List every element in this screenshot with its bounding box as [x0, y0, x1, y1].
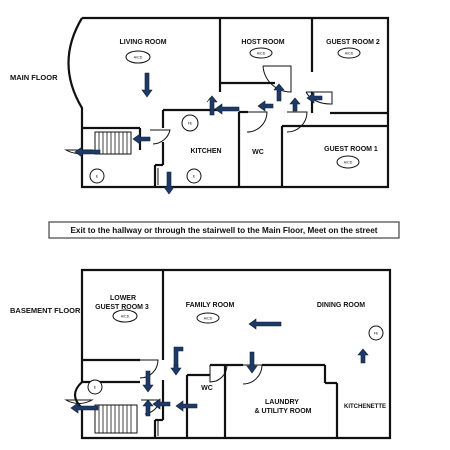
guest-room-1-label: GUEST ROOM 1 — [324, 146, 378, 153]
dining-room-label: DINING ROOM — [317, 302, 365, 309]
guest-room-2-label: GUEST ROOM 2 — [326, 39, 380, 46]
living-room-label: LIVING ROOM — [119, 39, 166, 46]
door — [286, 111, 308, 133]
main-stairs — [94, 131, 132, 155]
lower-guest-room-3-label-line2: GUEST ROOM 3 — [95, 304, 149, 311]
smoke-alarm-icon — [336, 155, 360, 169]
main-floor-label: MAIN FLOOR — [10, 73, 58, 82]
arrow-left-icon — [175, 400, 198, 412]
fire-extinguisher-icon — [181, 114, 199, 132]
banner-text: Exit to the hallway or through the stair… — [70, 226, 377, 235]
arrow-bend-icon — [246, 351, 258, 374]
arrow-down-icon — [141, 72, 153, 98]
door — [246, 111, 268, 133]
smoke-alarm-label: A/CD — [257, 51, 266, 55]
extinguisher-label: E — [96, 174, 99, 178]
instructions-banner: Exit to the hallway or through the stair… — [48, 221, 400, 239]
basement-stairs — [94, 404, 138, 434]
door — [150, 129, 171, 145]
smoke-alarm-icon — [112, 309, 138, 323]
kitchenette-label: KITCHENETTE — [344, 404, 386, 410]
smoke-alarm-label: A/CD — [121, 314, 130, 318]
smoke-alarm-label: A/CD — [345, 51, 354, 55]
extinguisher-label: E — [94, 385, 97, 389]
arrow-bend-icon — [206, 95, 218, 116]
arrow-left-icon — [74, 146, 101, 158]
host-room-label: HOST ROOM — [241, 39, 284, 46]
family-room-label: FAMILY ROOM — [186, 302, 235, 309]
fire-extinguisher-label: FE — [188, 121, 193, 125]
evacuation-arrows-main — [74, 72, 323, 195]
extinguisher-label: E — [193, 174, 196, 178]
door — [242, 364, 263, 385]
door — [262, 65, 292, 93]
arrow-up-icon — [142, 399, 154, 417]
arrow-up-icon — [273, 83, 285, 102]
smoke-alarm-label: A/CD — [134, 55, 143, 59]
arrow-left-icon — [132, 133, 151, 145]
smoke-alarm-label: A/CD — [344, 160, 353, 164]
extinguisher-icon — [87, 379, 103, 395]
basement-floor-plan: A/CD A/CD FE E LOWER GUEST ROOM 3 FAMILY… — [10, 268, 392, 440]
arrow-down-icon — [163, 171, 175, 195]
arrow-left-icon — [306, 92, 323, 104]
door — [139, 359, 159, 379]
smoke-alarm-label: A/CD — [204, 316, 213, 320]
smoke-alarm-icon — [196, 312, 220, 324]
arrow-left-icon — [152, 398, 171, 410]
smoke-alarm-icon — [125, 50, 151, 64]
main-floor-outer-wall — [67, 16, 390, 189]
extinguisher-icon — [186, 168, 202, 184]
laundry-label-line2: & UTILITY ROOM — [254, 408, 311, 415]
arrow-left-icon — [248, 318, 282, 330]
arrow-left-icon — [257, 100, 274, 112]
arrow-up-icon — [289, 97, 301, 112]
arrow-up-icon — [357, 348, 369, 364]
arrow-down-icon — [142, 370, 154, 393]
evacuation-arrows-basement — [70, 318, 369, 417]
door — [64, 399, 94, 404]
main-floor-plan: A/CD A/CD A/CD A/CD FE E E LIVING ROOM H… — [10, 16, 390, 195]
smoke-alarm-icon — [337, 47, 361, 59]
arrow-left-icon — [214, 103, 240, 115]
wc-label: WC — [201, 385, 213, 392]
basement-floor-label: BASEMENT FLOOR — [10, 306, 81, 315]
door — [305, 91, 333, 105]
laundry-label-line1: LAUNDRY — [265, 399, 299, 406]
arrow-down-icon — [170, 364, 182, 376]
banner-box — [48, 221, 400, 239]
extinguisher-icon — [89, 168, 105, 184]
kitchen-label: KITCHEN — [190, 148, 221, 155]
door — [209, 364, 228, 383]
fire-extinguisher-icon — [368, 325, 384, 341]
fire-extinguisher-label: FE — [374, 331, 379, 335]
arrow-left-icon — [70, 402, 99, 414]
lower-guest-room-3-label-line1: LOWER — [110, 295, 136, 302]
smoke-alarm-icon — [249, 47, 273, 59]
wc-label: WC — [252, 149, 264, 156]
